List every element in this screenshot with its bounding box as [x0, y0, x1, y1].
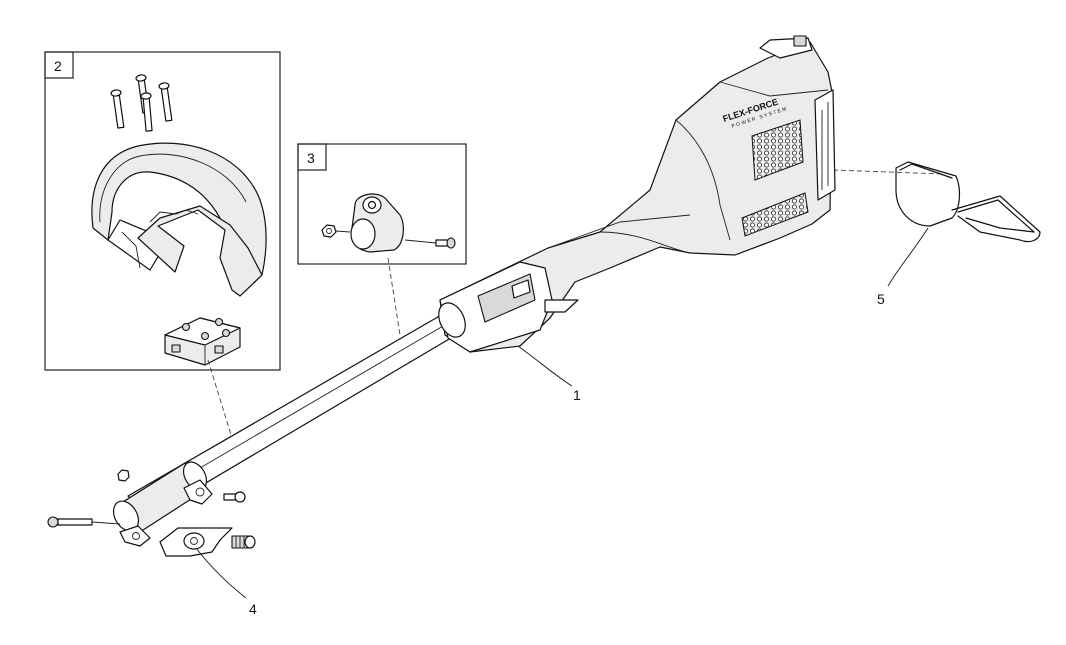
guard-bracket [159, 527, 233, 557]
callouts: 1 4 5 [195, 227, 929, 617]
mount-nut [117, 469, 130, 482]
vent-grille-lower-icon [741, 192, 809, 237]
wire-guard [895, 161, 1041, 243]
shaft-coupler [112, 461, 213, 547]
inset-number-3: 3 [307, 150, 315, 166]
loop-handle [91, 142, 267, 297]
callout-5: 5 [877, 291, 885, 307]
callout-1: 1 [573, 387, 581, 403]
switch-button [511, 279, 531, 299]
power-head: FLEX-FORCE POWER SYSTEM [112, 35, 836, 547]
inset-box-3: 3 [297, 143, 467, 265]
handle-clamp-block [164, 317, 241, 366]
battery-rail [814, 89, 836, 201]
inset-label-box-2 [44, 51, 74, 79]
leader-5 [887, 227, 929, 287]
callout-4: 4 [249, 601, 257, 617]
inset-number-2: 2 [54, 58, 62, 74]
mount-screw [223, 491, 246, 503]
handle-screws [110, 74, 173, 132]
guard-mount-assembly [47, 469, 256, 557]
vent-grille-icon [751, 119, 804, 181]
knurled-knob [231, 535, 256, 549]
inset-frame-3 [297, 143, 467, 265]
inset-label-box-3 [297, 143, 327, 171]
clamp-bolt [435, 237, 456, 249]
trigger-icon [544, 299, 579, 313]
long-bolt [47, 516, 121, 528]
leader-1 [517, 345, 573, 387]
alignment-lines [207, 169, 945, 439]
clamp-nut [321, 224, 337, 238]
inset-box-2: 2 [44, 51, 281, 371]
leader-4 [195, 547, 247, 599]
clamp-collar [350, 193, 404, 253]
inset-frame-2 [44, 51, 281, 371]
